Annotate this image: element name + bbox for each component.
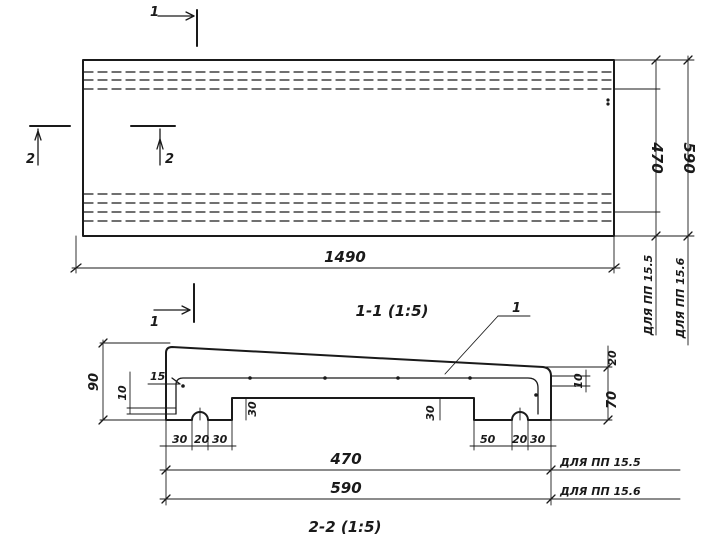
dim-20-b: 20 [512,433,528,446]
dim-30-a: 30 [172,433,188,446]
cut-marker-1-bottom: 1 [150,283,195,330]
width-dim-470: 470 [648,141,666,173]
width-590: 590 [330,479,361,497]
dim-30-web-right: 30 [424,405,437,421]
left-dimensions: 90 10 15 [87,338,181,425]
note-pp-15-6-vertical: ДЛЯ ПП 15.6 [674,257,687,339]
width-dim-590: 590 [680,142,698,173]
callout-1-label: 1 [512,301,521,316]
width-470: 470 [329,450,361,468]
width-dimensions: 470 590 ДЛЯ ПП 15.5 ДЛЯ ПП 15.6 [613,55,698,346]
bottom-dimensions: 30 20 30 50 20 30 [159,419,557,506]
overall-width-dimensions: 470 ДЛЯ ПП 15.5 590 ДЛЯ ПП 15.6 [159,450,681,504]
length-dimension: 1490 [70,235,621,274]
callout-1: 1 [444,301,531,375]
cut-marker-2: 2 2 [26,125,176,167]
right-dimensions: 20 10 70 [542,345,620,425]
dim-10-right: 10 [572,373,585,389]
cut-1-label-bottom: 1 [150,315,159,330]
slab-outline [82,59,615,237]
section-rebar-loop [175,377,539,415]
plan-view: 1 2 2 [26,5,698,346]
dim-90: 90 [87,373,102,391]
section-1-1-title: 1-1 (1:5) [356,302,429,320]
note-pp-15-5-vertical: ДЛЯ ПП 15.5 [642,254,655,336]
section-outer-profile [165,346,552,421]
cut-marker-1-top: 1 [150,5,198,47]
section-2-2-title: 2-2 (1:5) [309,518,382,536]
note-pp-15-5: ДЛЯ ПП 15.5 [559,456,641,469]
cut-2-label-right: 2 [165,152,174,167]
length-dim-label: 1490 [324,248,366,266]
dim-30-c: 30 [530,433,546,446]
cut-2-label-left: 2 [26,152,35,167]
dim-30-web-left: 30 [246,401,259,417]
cut-1-label: 1 [150,5,159,20]
dim-30-b: 30 [212,433,228,446]
note-pp-15-6: ДЛЯ ПП 15.6 [559,485,641,498]
rebar-lines [83,71,614,222]
dim-10-left: 10 [116,385,129,401]
dim-70: 70 [605,391,620,409]
dim-20-a: 20 [194,433,210,446]
dim-50: 50 [480,433,496,446]
dim-20-right: 20 [606,350,619,366]
dim-15: 15 [150,370,166,383]
section-1-1: 1-1 (1:5) 1 90 10 [87,301,681,506]
